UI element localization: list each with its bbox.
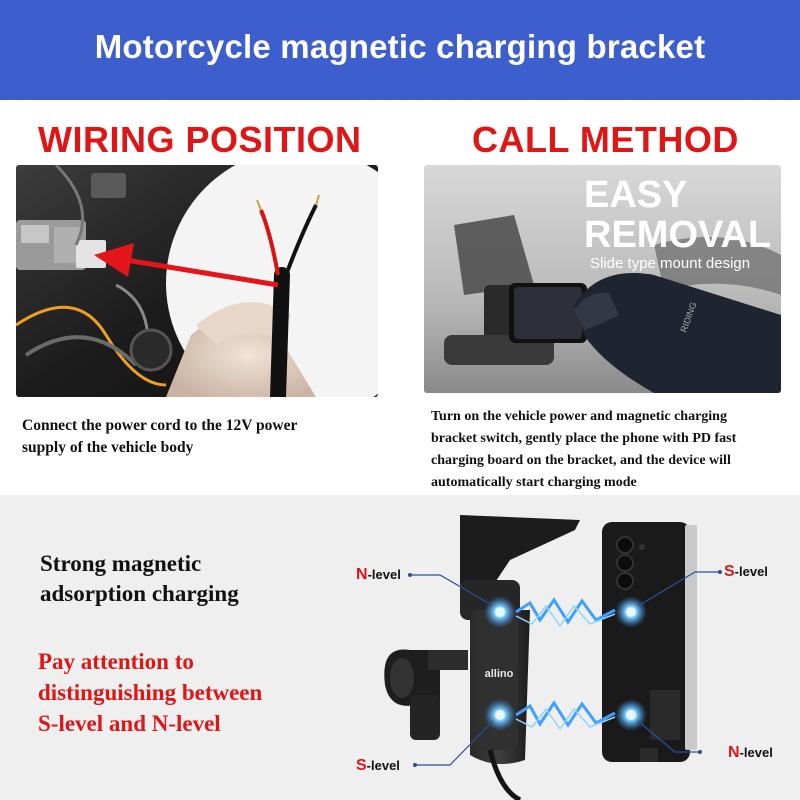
magnet-illustration: allino: [384, 515, 722, 800]
header-banner: Motorcycle magnetic charging bracket: [0, 0, 800, 100]
label-n-level-bottom: N-level: [728, 744, 773, 761]
strong-magnetic-text: Strong magnetic adsorption charging: [40, 549, 239, 609]
page-title: Motorcycle magnetic charging bracket: [94, 28, 706, 65]
attention-line: Pay attention to: [38, 649, 194, 674]
call-caption-line: bracket switch, gently place the phone w…: [431, 431, 737, 446]
magnetic-arc-top: [515, 597, 616, 628]
allino-logo-mark: allino: [485, 668, 514, 680]
bracket-body: [460, 515, 580, 800]
attention-line: S-level and N-level: [38, 711, 221, 736]
wiring-caption-line: Connect the power cord to the 12V power: [22, 417, 298, 434]
call-caption-line: automatically start charging mode: [431, 475, 637, 490]
call-method-title: CALL METHOD: [472, 119, 739, 160]
call-caption: Turn on the vehicle power and magnetic c…: [431, 406, 791, 494]
strong-line: Strong magnetic: [40, 551, 202, 576]
wiring-caption-line: supply of the vehicle body: [22, 439, 194, 456]
label-s-level-top: S-level: [724, 563, 768, 580]
photo-subtitle: Slide type mount design: [590, 255, 750, 272]
easy-heading: EASY: [584, 174, 687, 216]
removal-heading: REMOVAL: [584, 214, 771, 256]
label-n-level-top: N-level: [356, 566, 401, 583]
call-caption-line: charging board on the bracket, and the d…: [431, 453, 731, 468]
wiring-photo: [16, 165, 378, 397]
leader-lines: [410, 571, 720, 766]
strong-line: adsorption charging: [40, 581, 239, 606]
label-s-level-bottom: S-level: [356, 757, 400, 774]
svg-text:allino: allino: [485, 668, 514, 680]
magnetic-arc-bottom: [515, 700, 616, 731]
wiring-position-title: WIRING POSITION: [38, 119, 362, 160]
handlebar-clamp: [384, 649, 468, 740]
phone-back: [602, 522, 697, 762]
wiring-caption: Connect the power cord to the 12V power …: [22, 415, 382, 459]
call-method-photo: RIDING EASY REMOVAL Slide type mount des…: [424, 165, 781, 393]
call-caption-line: Turn on the vehicle power and magnetic c…: [431, 409, 727, 424]
attention-text: Pay attention to distinguishing between …: [38, 646, 262, 739]
attention-line: distinguishing between: [38, 680, 263, 705]
